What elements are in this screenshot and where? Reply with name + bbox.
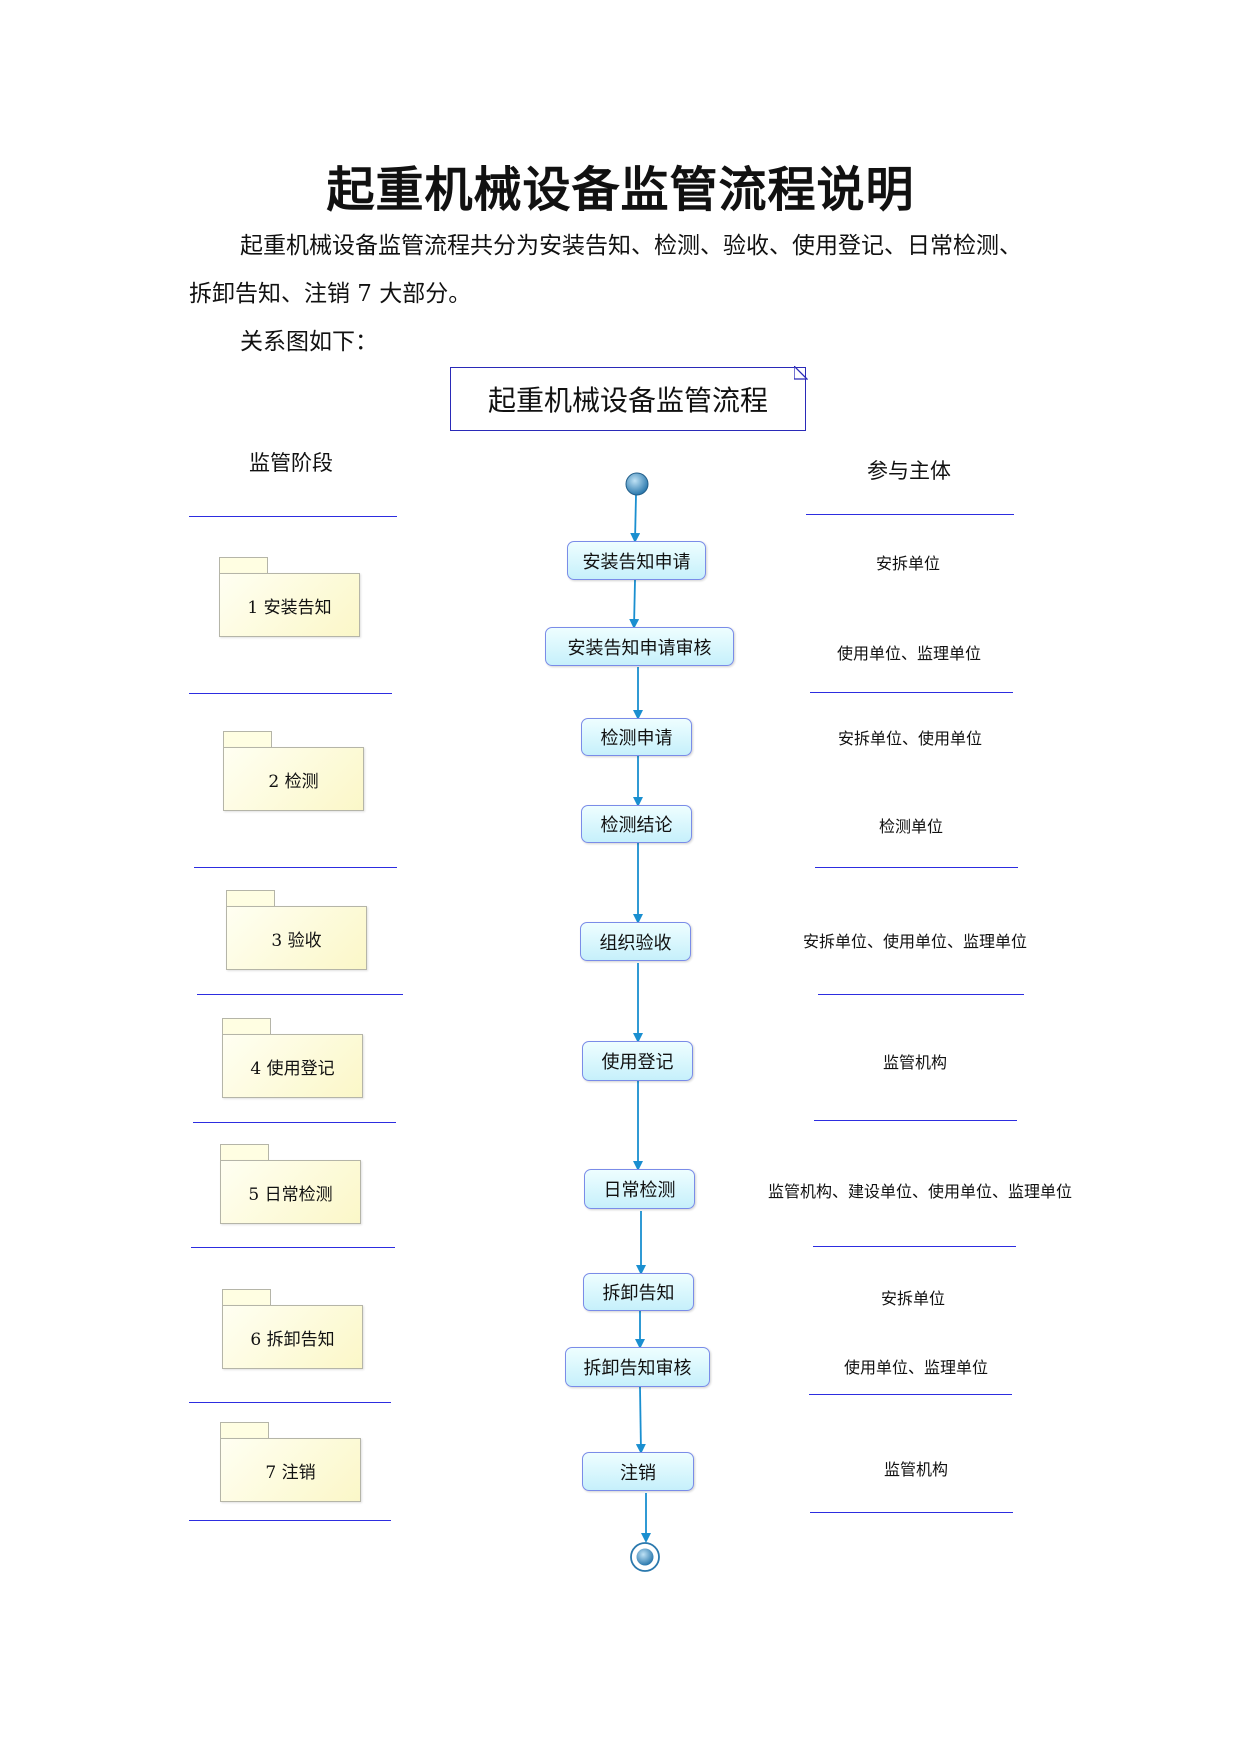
node-label: 日常检测	[603, 1180, 676, 1201]
folder-tab-icon	[222, 1018, 271, 1035]
stage-folder-5: 5 日常检测	[220, 1160, 361, 1224]
intro-line-2: 拆卸告知、注销 7 大部分。	[189, 281, 472, 307]
party-label: 使用单位、监理单位	[843, 1358, 988, 1377]
stage-folder-7: 7 注销	[220, 1438, 361, 1502]
stage-folder-3: 3 验收	[226, 906, 367, 970]
flow-node-usage-registration: 使用登记	[582, 1041, 693, 1081]
end-node-icon	[630, 1542, 660, 1572]
stage-label: 7 注销	[265, 1462, 316, 1483]
node-label: 检测结论	[600, 815, 673, 836]
stage-label: 3 验收	[271, 930, 322, 951]
folder-tab-icon	[219, 557, 268, 574]
party-separator	[810, 1512, 1013, 1513]
flow-node-daily-inspection: 日常检测	[584, 1169, 695, 1209]
party-label: 监管机构、建设单位、使用单位、监理单位	[767, 1182, 1072, 1201]
start-node-icon	[625, 472, 649, 496]
stage-label: 6 拆卸告知	[250, 1329, 335, 1350]
node-label: 安装告知申请	[582, 551, 691, 573]
node-label: 注销	[620, 1462, 656, 1484]
stage-separator	[194, 867, 397, 868]
stage-separator	[189, 693, 392, 694]
node-label: 使用登记	[601, 1052, 674, 1073]
flow-node-inspection-result: 检测结论	[581, 805, 692, 843]
flow-node-deregistration: 注销	[582, 1452, 694, 1491]
flow-arrow	[630, 494, 641, 543]
node-label: 组织验收	[599, 932, 672, 954]
stage-separator	[189, 1402, 391, 1403]
flow-node-acceptance: 组织验收	[580, 922, 691, 961]
node-label: 拆卸告知审核	[583, 1358, 692, 1379]
diagram-caption: 关系图如下：	[240, 329, 378, 355]
stage-label: 2 检测	[268, 771, 319, 792]
party-separator	[814, 1120, 1017, 1121]
folder-tab-icon	[222, 1289, 271, 1306]
stage-folder-4: 4 使用登记	[222, 1034, 363, 1098]
party-separator	[810, 692, 1013, 693]
party-separator	[815, 867, 1018, 868]
diagram-title: 起重机械设备监管流程	[450, 367, 806, 431]
stage-folder-2: 2 检测	[223, 747, 364, 811]
party-label: 安拆单位	[880, 1289, 945, 1308]
page-title: 起重机械设备监管流程说明	[326, 162, 915, 218]
party-label: 监管机构	[883, 1460, 948, 1479]
stage-separator	[197, 994, 403, 995]
flow-node-dismantle-notice: 拆卸告知	[583, 1273, 694, 1311]
folder-tab-icon	[226, 890, 275, 907]
stage-header: 监管阶段	[249, 451, 333, 475]
intro-line-1: 起重机械设备监管流程共分为安装告知、检测、验收、使用登记、日常检测、	[240, 233, 1022, 259]
stage-label: 5 日常检测	[248, 1184, 333, 1205]
node-label: 拆卸告知	[602, 1283, 675, 1304]
node-label: 检测申请	[600, 728, 673, 749]
flow-node-dismantle-notice-review: 拆卸告知审核	[565, 1347, 710, 1387]
party-label: 检测单位	[878, 817, 943, 836]
party-header: 参与主体	[867, 459, 951, 483]
party-label: 使用单位、监理单位	[836, 644, 981, 663]
flow-arrow	[635, 1386, 646, 1454]
stage-separator	[189, 516, 397, 517]
stage-folder-1: 1 安装告知	[219, 573, 360, 637]
flow-node-install-notice-review: 安装告知申请审核	[545, 627, 734, 666]
folder-tab-icon	[220, 1422, 269, 1439]
party-label: 安拆单位、使用单位	[837, 729, 982, 748]
note-fold-icon	[794, 366, 808, 380]
party-separator	[818, 994, 1024, 995]
folder-tab-icon	[223, 731, 272, 748]
stage-label: 1 安装告知	[247, 597, 332, 618]
stage-separator	[193, 1122, 396, 1123]
flow-node-install-notice-apply: 安装告知申请	[567, 541, 706, 580]
party-label: 监管机构	[882, 1053, 947, 1072]
stage-folder-6: 6 拆卸告知	[222, 1305, 363, 1369]
diagram-title-text: 起重机械设备监管流程	[487, 384, 768, 417]
flow-node-inspection-apply: 检测申请	[581, 718, 692, 756]
party-separator	[809, 1394, 1012, 1395]
flow-arrow	[629, 579, 640, 629]
party-label: 安拆单位	[875, 554, 940, 573]
stage-separator	[191, 1247, 395, 1248]
folder-tab-icon	[220, 1144, 269, 1161]
stage-label: 4 使用登记	[250, 1058, 335, 1079]
party-label: 安拆单位、使用单位、监理单位	[802, 932, 1027, 951]
node-label: 安装告知申请审核	[567, 637, 712, 659]
party-separator	[806, 514, 1014, 515]
stage-separator	[189, 1520, 391, 1521]
party-separator	[813, 1246, 1016, 1247]
